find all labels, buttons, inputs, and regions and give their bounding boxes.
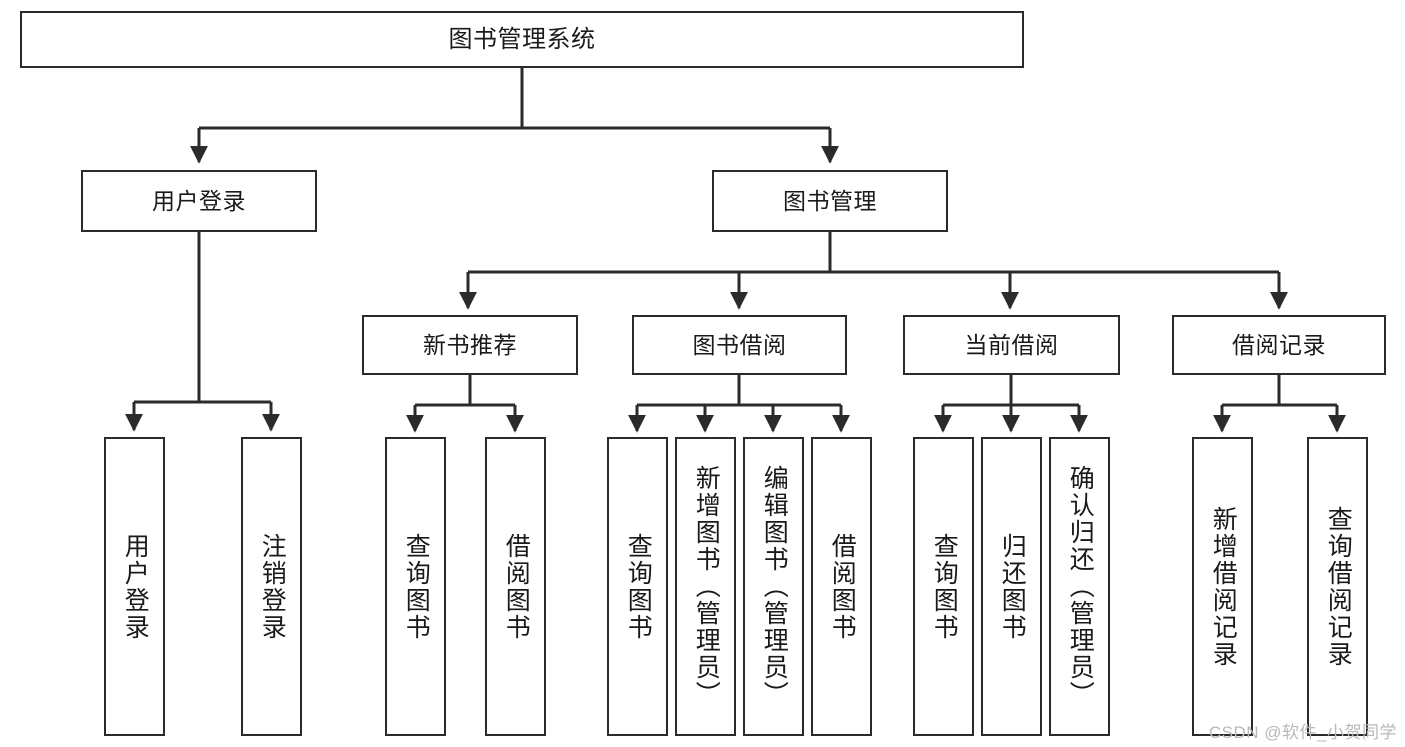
leaf-current-return-book[interactable]: 归还图书 — [981, 437, 1042, 736]
node-label: 用户登录 — [152, 187, 246, 214]
node-label: 新增借阅记录 — [1209, 505, 1238, 668]
node-user-login[interactable]: 用户登录 — [81, 170, 317, 232]
csdn-watermark: CSDN @软件_小贺同学 — [1208, 723, 1397, 742]
node-label: 查询图书 — [624, 532, 653, 641]
leaf-record-query[interactable]: 查询借阅记录 — [1307, 437, 1368, 736]
node-label: 确认归还（管理员） — [1066, 465, 1095, 708]
node-label: 借阅图书 — [502, 532, 531, 641]
node-label: 当前借阅 — [964, 331, 1059, 358]
node-label: 图书管理 — [783, 187, 877, 214]
node-label: 借阅图书 — [828, 532, 857, 641]
leaf-current-query-book[interactable]: 查询图书 — [913, 437, 974, 736]
node-root-system[interactable]: 图书管理系统 — [20, 11, 1024, 68]
leaf-borrow-add-book-admin[interactable]: 新增图书（管理员） — [675, 437, 736, 736]
node-borrow-record[interactable]: 借阅记录 — [1172, 315, 1386, 375]
node-label: 新增图书（管理员） — [692, 465, 721, 708]
node-label: 借阅记录 — [1232, 331, 1326, 358]
leaf-borrow-edit-book-admin[interactable]: 编辑图书（管理员） — [743, 437, 804, 736]
node-label: 注销登录 — [258, 532, 287, 641]
leaf-record-add[interactable]: 新增借阅记录 — [1192, 437, 1253, 736]
node-book-borrow[interactable]: 图书借阅 — [632, 315, 847, 375]
node-label: 用户登录 — [121, 532, 150, 641]
leaf-user-login-signin[interactable]: 用户登录 — [104, 437, 165, 736]
node-current-borrow[interactable]: 当前借阅 — [903, 315, 1120, 375]
node-new-book-recommend[interactable]: 新书推荐 — [362, 315, 578, 375]
node-label: 查询图书 — [930, 532, 959, 641]
node-label: 新书推荐 — [423, 331, 517, 358]
leaf-new-book-borrow[interactable]: 借阅图书 — [485, 437, 546, 736]
leaf-new-book-query[interactable]: 查询图书 — [385, 437, 446, 736]
leaf-current-confirm-return-admin[interactable]: 确认归还（管理员） — [1049, 437, 1110, 736]
leaf-borrow-borrow-book[interactable]: 借阅图书 — [811, 437, 872, 736]
leaf-user-login-signout[interactable]: 注销登录 — [241, 437, 302, 736]
node-label: 查询借阅记录 — [1324, 505, 1353, 668]
node-label: 归还图书 — [998, 532, 1027, 641]
node-label: 图书借阅 — [692, 331, 787, 358]
node-label: 编辑图书（管理员） — [760, 465, 789, 708]
node-book-management[interactable]: 图书管理 — [712, 170, 948, 232]
leaf-borrow-query-book[interactable]: 查询图书 — [607, 437, 668, 736]
node-label: 图书管理系统 — [448, 25, 596, 53]
node-label: 查询图书 — [402, 532, 431, 641]
